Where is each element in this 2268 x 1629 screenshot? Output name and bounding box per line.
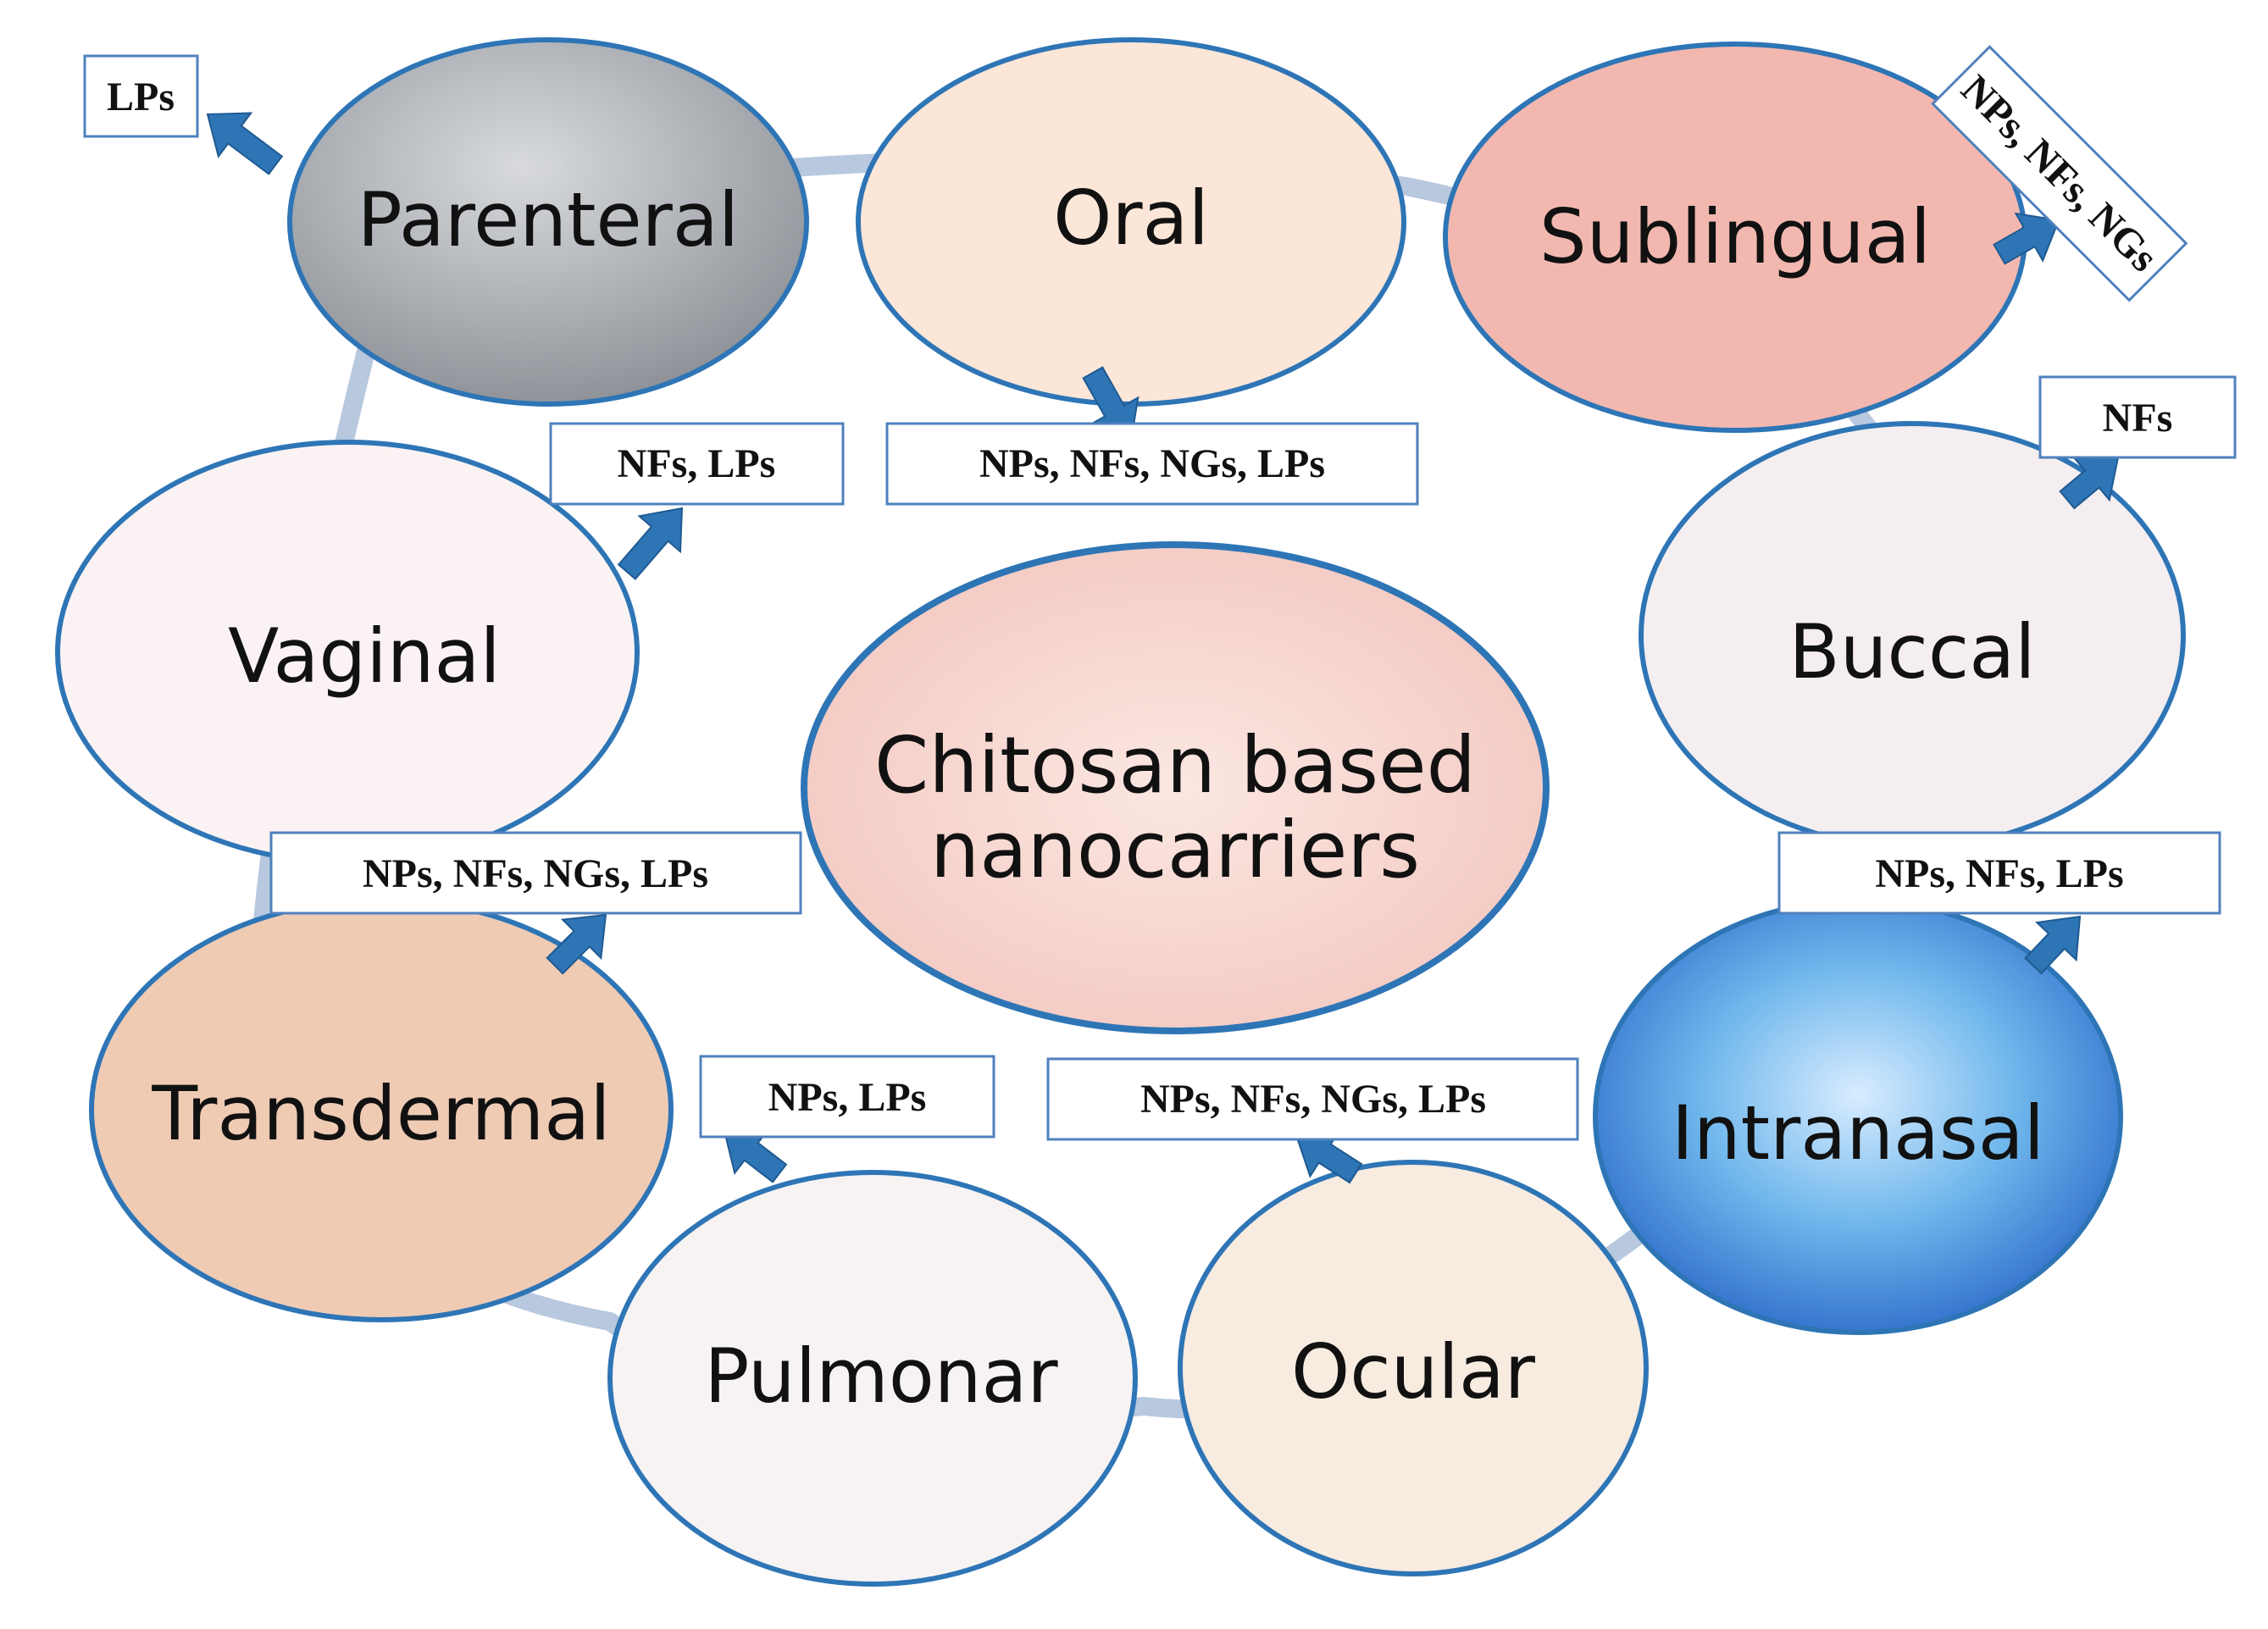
buccal-label: Buccal bbox=[1788, 608, 2035, 695]
carrier-box-buccal: NFs bbox=[2038, 375, 2237, 459]
pulmonar-ellipse bbox=[607, 1170, 1138, 1587]
pulmonar-label: Pulmonar bbox=[704, 1333, 1058, 1420]
carrier-box-parenteral: LPs bbox=[83, 54, 199, 138]
vaginal-arrow bbox=[617, 507, 684, 580]
route-node-vaginal: Vaginal bbox=[55, 440, 684, 865]
vaginal-label: Vaginal bbox=[228, 612, 501, 700]
carrier-box-intranasal: NPs, NFs, LPs bbox=[1777, 831, 2221, 915]
transdermal-carrier-box bbox=[269, 831, 802, 915]
oral-carrier-text: NPs, NFs, NGs, LPs bbox=[979, 441, 1325, 486]
ocular-label: Ocular bbox=[1291, 1328, 1536, 1416]
oral-arrow bbox=[1082, 366, 1140, 442]
carrier-box-vaginal: NFs, LPs bbox=[549, 422, 845, 506]
transdermal-label: Transdermal bbox=[151, 1070, 610, 1157]
intranasal-label: Intranasal bbox=[1672, 1089, 2044, 1177]
parenteral-label: Parenteral bbox=[358, 176, 739, 263]
buccal-carrier-text: NFs bbox=[2103, 396, 2173, 440]
intranasal-carrier-text: NPs, NFs, LPs bbox=[1875, 851, 2123, 896]
center-title-line-1: Chitosan based bbox=[874, 720, 1476, 811]
buccal-carrier-box bbox=[2038, 375, 2237, 459]
route-node-pulmonar: Pulmonar bbox=[607, 1128, 1138, 1587]
oral-carrier-box bbox=[885, 422, 1419, 506]
vaginal-carrier-text: NFs, LPs bbox=[618, 441, 776, 486]
parenteral-ellipse bbox=[287, 37, 809, 407]
ocular-ellipse bbox=[1178, 1160, 1649, 1576]
pulmonar-carrier-box bbox=[699, 1055, 995, 1139]
route-node-parenteral: Parenteral bbox=[206, 37, 809, 407]
route-node-buccal: Buccal bbox=[1639, 421, 2186, 850]
sublingual-carrier-box bbox=[1931, 45, 2188, 302]
ocular-arrow bbox=[1295, 1129, 1363, 1184]
vaginal-carrier-box bbox=[549, 422, 845, 506]
ocular-carrier-box bbox=[1046, 1057, 1579, 1141]
sublingual-arrow bbox=[1993, 212, 2060, 265]
ocular-carrier-text: NPs, NFs, NGs, LPs bbox=[1140, 1077, 1486, 1122]
intranasal-arrow bbox=[2024, 915, 2082, 975]
carrier-box-transdermal: NPs, NFs, NGs, LPs bbox=[269, 831, 802, 915]
carrier-box-ocular: NPs, NFs, NGs, LPs bbox=[1046, 1057, 1579, 1141]
carrier-box-pulmonar: NPs, LPs bbox=[699, 1055, 995, 1139]
routes-layer: Parenteral Oral SublingualBuccalIntranasal… bbox=[55, 37, 2186, 1587]
route-node-sublingual: Sublingual bbox=[1443, 42, 2060, 433]
pulmonar-arrow bbox=[723, 1128, 788, 1183]
parenteral-carrier-box bbox=[83, 54, 199, 138]
center-node: Chitosan based nanocarriers bbox=[801, 541, 1550, 1034]
center-title-line-2: nanocarriers bbox=[930, 805, 1420, 895]
transdermal-carrier-text: NPs, NFs, NGs, LPs bbox=[363, 851, 708, 896]
parenteral-carrier-text: LPs bbox=[107, 75, 175, 119]
pulmonar-carrier-text: NPs, LPs bbox=[768, 1075, 927, 1120]
route-node-intranasal: Intranasal bbox=[1593, 898, 2123, 1335]
parenteral-arrow bbox=[206, 112, 284, 175]
sublingual-label: Sublingual bbox=[1539, 193, 1931, 280]
oral-label: Oral bbox=[1053, 175, 1209, 262]
route-node-ocular: Ocular bbox=[1178, 1129, 1649, 1576]
route-node-oral: Oral bbox=[856, 37, 1406, 442]
intranasal-carrier-box bbox=[1777, 831, 2221, 915]
route-node-transdermal: Transdermal bbox=[89, 897, 674, 1322]
transdermal-arrow bbox=[546, 913, 607, 975]
center-ellipse bbox=[801, 541, 1550, 1034]
carrier-box-oral: NPs, NFs, NGs, LPs bbox=[885, 422, 1419, 506]
